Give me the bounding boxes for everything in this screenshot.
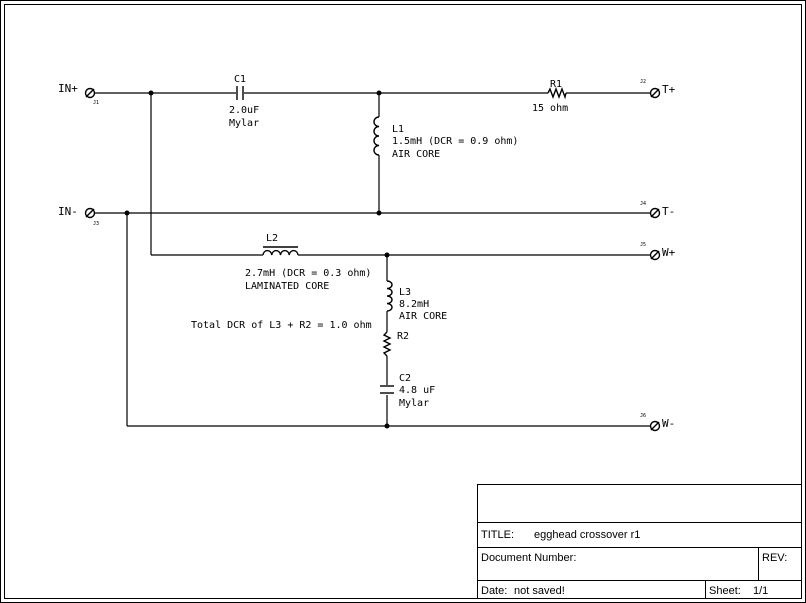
- connector-name: W+: [662, 246, 676, 259]
- connector-name: T+: [662, 83, 676, 96]
- component-value: 4.8 uF: [399, 385, 435, 396]
- component-type: Mylar: [399, 398, 429, 409]
- junction-dot: [384, 423, 390, 429]
- component-type: LAMINATED CORE: [245, 281, 329, 292]
- component-ref: L1: [392, 124, 404, 135]
- sheet-value: 1/1: [753, 585, 768, 597]
- component-ref: R2: [397, 331, 409, 342]
- sheet-label: Sheet:: [709, 585, 741, 597]
- dcr-note: Total DCR of L3 + R2 = 1.0 ohm: [191, 320, 372, 331]
- component-value: 8.2mH: [399, 299, 429, 310]
- junction-dot: [384, 252, 390, 258]
- connector-t-minus: T- J4: [640, 201, 675, 219]
- connector-ref: J4: [640, 201, 646, 207]
- date-value: not saved!: [514, 585, 565, 597]
- document-number-label: Document Number:: [481, 552, 576, 564]
- junction-dot: [376, 210, 382, 216]
- capacitor-c2: C2 4.8 uF Mylar: [380, 373, 435, 409]
- connector-name: IN+: [58, 82, 78, 95]
- component-ref: C2: [399, 373, 411, 384]
- title-block: TITLE: egghead crossover r1 Document Num…: [477, 484, 802, 599]
- component-ref: L3: [399, 287, 411, 298]
- connector-in-minus: IN- J3: [58, 205, 99, 227]
- title-label: TITLE:: [481, 529, 514, 541]
- component-type: AIR CORE: [399, 311, 447, 322]
- junction-dot: [124, 210, 130, 216]
- date-label: Date:: [481, 585, 507, 597]
- junction-dot: [148, 90, 154, 96]
- component-ref: C1: [234, 74, 246, 85]
- inductor-l2: L2 2.7mH (DCR = 0.3 ohm) LAMINATED CORE: [245, 233, 371, 292]
- component-value: 2.7mH (DCR = 0.3 ohm): [245, 268, 371, 279]
- connector-name: W-: [662, 417, 675, 430]
- connector-ref: J3: [93, 221, 99, 227]
- title-value: egghead crossover r1: [534, 529, 640, 541]
- component-value: 2.0uF: [229, 105, 259, 116]
- connector-w-plus: W+ J5: [640, 242, 676, 261]
- connector-ref: J6: [640, 413, 646, 419]
- component-type: Mylar: [229, 118, 259, 129]
- component-type: AIR CORE: [392, 149, 440, 160]
- connector-w-minus: W- J6: [640, 413, 675, 432]
- connector-ref: J5: [640, 242, 646, 248]
- inductor-l1: L1 1.5mH (DCR = 0.9 ohm) AIR CORE: [373, 116, 518, 160]
- connector-name: T-: [662, 205, 675, 218]
- revision-label: REV:: [762, 552, 787, 564]
- connector-ref: J2: [640, 79, 646, 85]
- component-value: 15 ohm: [532, 103, 568, 114]
- component-ref: R1: [550, 79, 562, 90]
- junction-dot: [376, 90, 382, 96]
- connector-name: IN-: [58, 205, 78, 218]
- capacitor-c1: C1 2.0uF Mylar: [229, 74, 259, 129]
- component-value: 1.5mH (DCR = 0.9 ohm): [392, 136, 518, 147]
- connector-in-plus: IN+ J1: [58, 82, 99, 106]
- component-ref: L2: [266, 233, 278, 244]
- resistor-r1: R1 15 ohm: [532, 79, 568, 114]
- connector-t-plus: T+ J2: [640, 79, 676, 99]
- inductor-l3: L3 8.2mH AIR CORE: [386, 280, 447, 322]
- resistor-r2: R2: [382, 331, 409, 357]
- inner-border: [4, 4, 802, 599]
- wires: [95, 92, 650, 427]
- connector-ref: J1: [93, 100, 99, 106]
